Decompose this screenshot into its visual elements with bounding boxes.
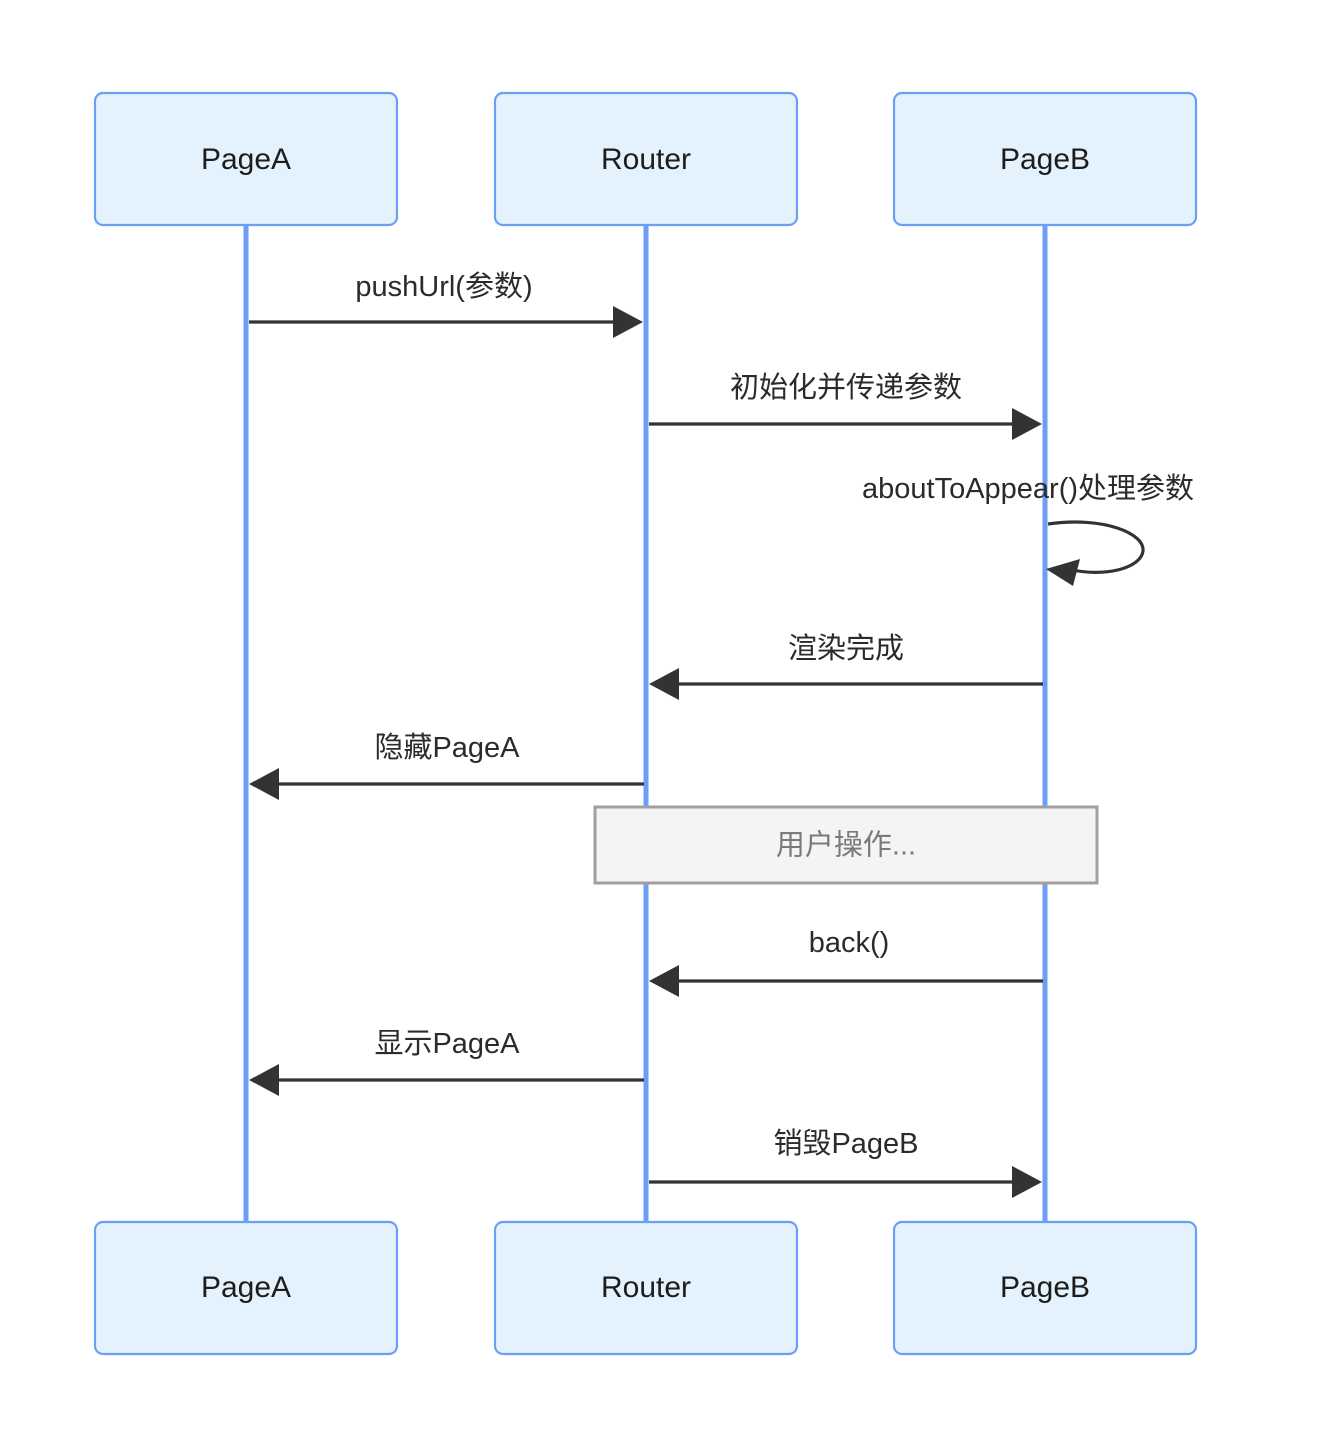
- message-init-params[interactable]: 初始化并传递参数: [649, 371, 1042, 440]
- note-rect: [593, 805, 1099, 885]
- lifelines-group: [243, 225, 1048, 1222]
- bottom-actors-group: PageA Router PageB: [93, 1220, 1198, 1356]
- message-pushurl[interactable]: pushUrl(参数): [249, 270, 643, 338]
- actor-top-pageb[interactable]: PageB: [892, 91, 1198, 227]
- message-label-hide-pagea: 隐藏PageA: [374, 731, 520, 764]
- arrow-head-right: [1012, 408, 1042, 440]
- actor-label-router: Router: [601, 1271, 691, 1304]
- actor-top-pagea[interactable]: PageA: [93, 91, 399, 227]
- message-show-pagea[interactable]: 显示PageA: [249, 1028, 644, 1096]
- message-label-pushurl: pushUrl(参数): [355, 270, 532, 303]
- actor-top-router[interactable]: Router: [493, 91, 799, 227]
- message-label-init-params: 初始化并传递参数: [730, 371, 962, 404]
- actor-bottom-router[interactable]: Router: [493, 1220, 799, 1356]
- note-user-action: 用户操作...: [593, 805, 1099, 885]
- message-destroy-pageb[interactable]: 销毁PageB: [649, 1127, 1042, 1198]
- actor-box-rect: [892, 1220, 1198, 1356]
- arrow-head-right: [613, 306, 643, 338]
- arrow-head-right: [1012, 1166, 1042, 1198]
- actor-label-pagea: PageA: [201, 143, 291, 176]
- actor-label-pageb: PageB: [1000, 143, 1090, 176]
- arrow-head-left: [649, 965, 679, 997]
- actor-box-rect: [493, 91, 799, 227]
- note-label-user-action: 用户操作...: [776, 829, 916, 862]
- self-loop-path: [1047, 520, 1145, 574]
- message-label-render-complete: 渲染完成: [788, 632, 904, 665]
- actor-bottom-pageb[interactable]: PageB: [892, 1220, 1198, 1356]
- actor-box-rect: [493, 1220, 799, 1356]
- message-label-show-pagea: 显示PageA: [374, 1028, 520, 1060]
- message-hide-pagea[interactable]: 隐藏PageA: [249, 731, 644, 800]
- actor-box-rect: [892, 91, 1198, 227]
- arrow-head-left: [249, 1064, 279, 1096]
- arrow-head-self-left: [1046, 559, 1080, 586]
- arrow-head-left: [649, 668, 679, 700]
- actor-label-pageb: PageB: [1000, 1271, 1090, 1304]
- message-back[interactable]: back(): [649, 927, 1043, 997]
- message-abouttoappear-self[interactable]: aboutToAppear()处理参数: [862, 472, 1194, 586]
- top-actors-group: PageA Router PageB: [93, 91, 1198, 227]
- actor-box-rect: [93, 91, 399, 227]
- arrow-head-left: [249, 768, 279, 800]
- message-label-abouttoappear: aboutToAppear()处理参数: [862, 472, 1194, 505]
- actor-label-router: Router: [601, 143, 691, 176]
- message-label-destroy-pageb: 销毁PageB: [773, 1127, 918, 1160]
- message-render-complete[interactable]: 渲染完成: [649, 632, 1043, 700]
- actor-label-pagea: PageA: [201, 1271, 291, 1304]
- message-label-back: back(): [809, 927, 890, 959]
- actor-box-rect: [93, 1220, 399, 1356]
- actor-bottom-pagea[interactable]: PageA: [93, 1220, 399, 1356]
